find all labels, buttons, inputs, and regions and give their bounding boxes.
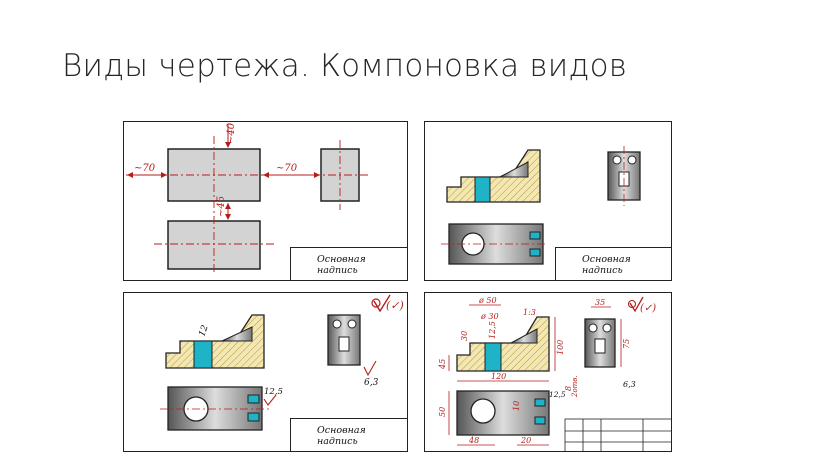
dim-length-48: 48 — [468, 436, 479, 445]
dimensioned-drawing: (✓) ø 50 ø 30 1:3 30 12,5 100 45 120 50 … — [438, 296, 671, 451]
side-view-step — [338, 336, 350, 352]
title-block-line1: Основная — [317, 254, 366, 265]
dim-right-distance: ~70 — [276, 163, 298, 174]
roughness-value-top: 12,5 — [264, 387, 283, 397]
dim-left-distance: ~70 — [134, 163, 156, 174]
side-view-hole-right — [627, 155, 637, 165]
side-view-hole-right — [347, 319, 357, 329]
slide-title: Виды чертежа. Компоновка видов — [62, 48, 628, 84]
dim-width-35: 35 — [595, 298, 605, 307]
roughness-views-drawing: (✓) 6,3 12 12,5 — [160, 294, 404, 431]
top-view-slot-1 — [534, 398, 546, 407]
dim-slot-10: 10 — [512, 401, 521, 411]
dim-height-30: 30 — [460, 331, 469, 341]
roughness-value-front: 12 — [197, 324, 210, 338]
dim-diameter-30: ø 30 — [480, 312, 499, 321]
rib-section — [499, 161, 529, 178]
dim-holes-count: 2отв. — [571, 375, 579, 398]
part-views-drawing — [441, 146, 641, 265]
bore-section — [484, 342, 502, 372]
top-view-hole — [470, 398, 496, 424]
title-block-line2: надпись — [317, 436, 358, 447]
side-view-step — [594, 338, 606, 354]
dim-width-50: 50 — [438, 407, 447, 417]
dim-diameter-50: ø 50 — [478, 296, 497, 305]
roughness-symbol-side — [363, 360, 377, 377]
top-view-slot-1 — [529, 231, 541, 240]
title-block-grid — [564, 418, 671, 451]
dim-height-75: 75 — [622, 339, 631, 349]
top-view-part — [167, 386, 263, 431]
dim-bore-12-5: 12,5 — [488, 321, 497, 339]
side-view-hole-right — [602, 323, 612, 333]
top-view-slot-2 — [529, 248, 541, 257]
dim-length-120: 120 — [491, 372, 506, 381]
side-view-hole-left — [612, 155, 622, 165]
dim-taper: 1:3 — [523, 308, 536, 317]
side-view-hole-left — [332, 319, 342, 329]
roughness-symbol-general — [629, 296, 644, 313]
bore-section — [193, 340, 213, 369]
title-block-line2: надпись — [317, 265, 358, 276]
title-block-line1: Основная — [317, 425, 366, 436]
dim-length-20: 20 — [520, 436, 531, 445]
layout-views-drawing: ~70 ~40 ~70 ~45 — [126, 122, 369, 274]
roughness-value-side: 6,3 — [364, 378, 379, 388]
front-section-part — [456, 316, 550, 372]
bore-section — [474, 176, 491, 203]
dim-roughness-12-5: 12,5 — [549, 390, 566, 399]
roughness-symbol-top — [263, 394, 277, 406]
drawing-panel-dimensioned: (✓) ø 50 ø 30 1:3 30 12,5 100 45 120 50 … — [424, 292, 672, 452]
top-view-slot-2 — [534, 416, 546, 425]
top-view-slot-1 — [247, 394, 260, 404]
svg-text:(✓): (✓) — [386, 299, 404, 312]
dim-roughness-6-3: 6,3 — [623, 380, 636, 389]
dim-height-100: 100 — [556, 340, 565, 355]
rib-section — [221, 326, 253, 342]
rib-section — [510, 328, 538, 344]
dim-hole-8: 8 — [564, 386, 573, 391]
side-view-hole-left — [588, 323, 598, 333]
title-block-line2: надпись — [582, 265, 623, 276]
top-view-slot-2 — [247, 412, 260, 422]
dim-top-distance: ~40 — [226, 122, 237, 144]
svg-text:(✓): (✓) — [640, 303, 656, 314]
dim-bottom-distance: ~45 — [216, 196, 227, 217]
dim-height-45: 45 — [438, 359, 447, 370]
title-block-line1: Основная — [582, 254, 631, 265]
roughness-symbol-general — [373, 294, 391, 313]
